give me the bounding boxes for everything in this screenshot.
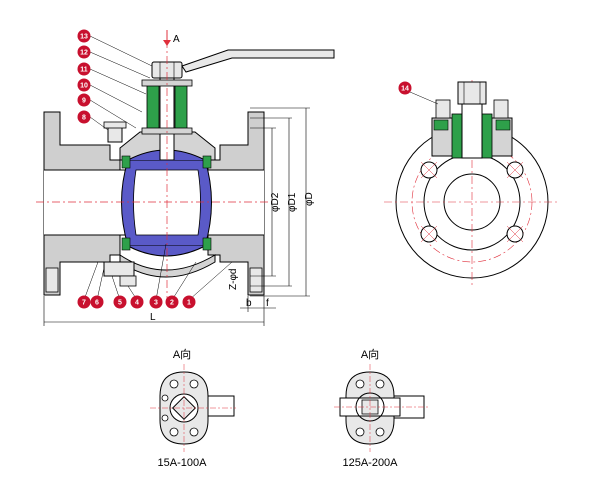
callout-5: 5 [113, 295, 127, 309]
svg-text:13: 13 [80, 34, 88, 41]
callout-list: 13 12 11 10 9 8 7 6 5 4 3 2 1 [77, 29, 196, 309]
svg-text:7: 7 [82, 300, 86, 307]
packing-left [146, 81, 160, 133]
callout-8: 8 [77, 110, 91, 124]
callout-6: 6 [90, 295, 104, 309]
seat-right-top [202, 155, 212, 169]
a-view-large-caption: 125A-200A [342, 457, 398, 469]
side-view: 14 [384, 80, 560, 286]
dim-f: f [266, 298, 269, 309]
svg-text:6: 6 [95, 300, 99, 307]
callout-7: 7 [77, 295, 91, 309]
callout-3: 3 [149, 295, 163, 309]
seat-left-bottom [121, 237, 131, 251]
seat-left-top [121, 155, 131, 169]
dim-l: L [150, 312, 156, 323]
handle-lever [181, 49, 335, 73]
callout-4: 4 [130, 295, 144, 309]
a-view-small-caption: 15A-100A [158, 457, 208, 469]
callout-10: 10 [77, 78, 91, 92]
callout-12: 12 [77, 45, 91, 59]
dim-d: φD [304, 192, 315, 206]
dim-d1: φD1 [287, 192, 298, 212]
svg-text:11: 11 [80, 67, 88, 74]
dim-b: b [246, 298, 252, 309]
packing-right [174, 81, 188, 133]
svg-text:2: 2 [170, 300, 174, 307]
svg-text:1: 1 [187, 300, 191, 307]
a-view-small-title: A向 [173, 347, 191, 361]
diameter-dimensions [250, 107, 310, 297]
svg-text:12: 12 [80, 50, 88, 57]
callout-14: 14 [398, 81, 412, 95]
flange-bolt [103, 261, 135, 277]
svg-text:10: 10 [80, 83, 88, 90]
a-view-large-title: A向 [361, 347, 379, 361]
callout-2: 2 [165, 295, 179, 309]
dim-d2: φD2 [270, 192, 281, 212]
view-a-marker: A [173, 34, 180, 45]
svg-text:5: 5 [118, 300, 122, 307]
a-view-small: A向 15A-100A [150, 347, 236, 469]
front-section-view: A φD2 φD1 φD Z-φd b f L [36, 30, 335, 326]
callout-11: 11 [77, 62, 91, 76]
svg-text:14: 14 [401, 86, 409, 93]
dim-z: Z-φd [228, 269, 239, 290]
callout-9: 9 [77, 93, 91, 107]
seat-right-bottom [202, 237, 212, 251]
svg-text:4: 4 [135, 300, 139, 307]
callout-13: 13 [77, 29, 91, 43]
a-view-large: A向 125A-200A [334, 347, 430, 469]
svg-text:9: 9 [82, 98, 86, 105]
svg-text:3: 3 [154, 300, 158, 307]
svg-text:8: 8 [82, 115, 86, 122]
callout-1: 1 [182, 295, 196, 309]
